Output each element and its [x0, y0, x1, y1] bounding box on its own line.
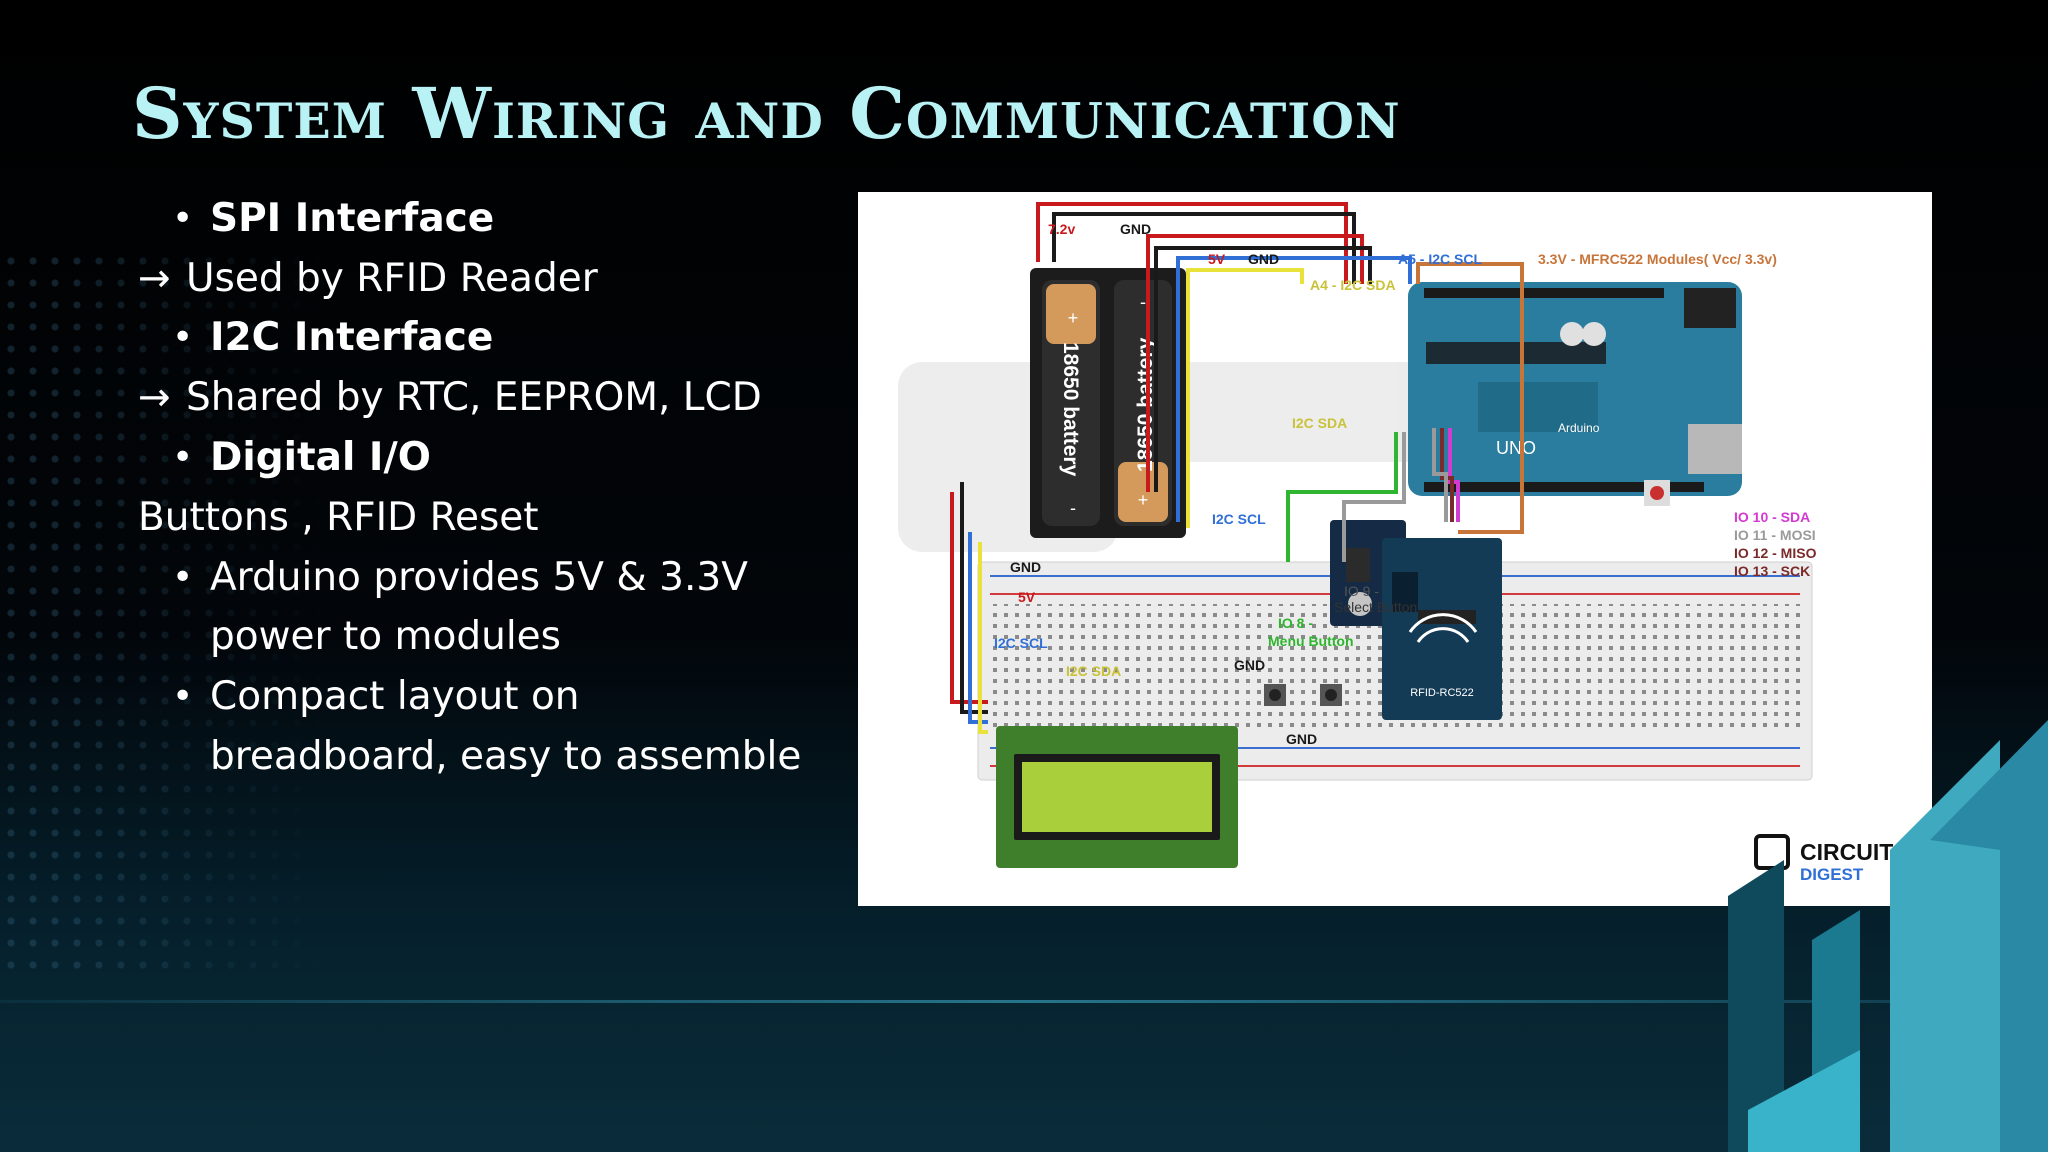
decorative-cubes	[1728, 720, 2048, 1152]
bullet-item-text: Arduino provides 5V & 3.3V	[210, 555, 748, 600]
label-i2c-scl-bb: I2C SCL	[1212, 511, 1266, 527]
wire-a5-scl	[1176, 256, 1412, 522]
label-select-button: Select Button	[1334, 599, 1417, 615]
label-a4-sda: A4 - I2C SDA	[1310, 277, 1396, 293]
list-item-text: breadboard, easy to assemble	[210, 734, 802, 779]
bullet-dot: •	[172, 198, 194, 239]
background-glow-line	[0, 1000, 2048, 1003]
bullet-dot: •	[172, 437, 194, 478]
label-7v2: 7.2v	[1048, 221, 1075, 237]
label-io9: IO 9 -	[1344, 583, 1379, 599]
background-dot-pattern	[0, 250, 330, 970]
bullet-dot: •	[172, 676, 194, 717]
label-io8: IO 8 -	[1278, 615, 1313, 631]
label-a5-scl: A5 - I2C SCL	[1398, 251, 1482, 267]
wiring-diagram: + + - - 18650 battery 18650 battery	[898, 202, 1893, 884]
rfid-label: RFID-RC522	[1410, 687, 1474, 699]
battery2-label: 18650 battery	[1134, 337, 1157, 472]
label-gnd-left: GND	[1010, 559, 1041, 575]
list-item-text: power to modules	[210, 614, 561, 659]
brand-digest: DIGEST	[1800, 865, 1864, 884]
label-io13: IO 13 - SCK	[1734, 563, 1810, 579]
arduino-label: Arduino	[1558, 421, 1600, 435]
bullet-item-text: Compact layout on	[210, 674, 580, 719]
arduino-uno-board: UNO Arduino	[1408, 282, 1742, 506]
wire-7v2	[1036, 202, 1348, 284]
deco-block-5	[1748, 1050, 1860, 1152]
wire-io9	[1342, 432, 1406, 562]
brand-circuit: CIRCUIT	[1800, 839, 1893, 865]
rfid-reader-module: RFID-RC522	[1382, 538, 1502, 720]
label-io11: IO 11 - MOSI	[1734, 527, 1816, 543]
arrow-icon: →	[138, 256, 171, 301]
bullet-item-text: I2C Interface	[210, 315, 494, 360]
deco-block-1	[1728, 860, 1784, 1152]
label-i2c-sda-mid: I2C SDA	[1292, 415, 1347, 431]
label-i2c-sda-left: I2C SDA	[1066, 663, 1121, 679]
list-item-text: Used by RFID Reader	[186, 256, 598, 301]
wire-a4-sda	[1186, 268, 1304, 528]
wire-3v3	[1416, 262, 1524, 534]
slide-title: System Wiring and Communication	[132, 72, 1401, 155]
battery1-minus: -	[1070, 498, 1076, 518]
wire-gnd	[1154, 246, 1372, 492]
label-io12: IO 12 - MISO	[1734, 545, 1817, 561]
list-item-text: Buttons , RFID Reset	[138, 495, 539, 540]
wiring-diagram-panel: + + - - 18650 battery 18650 battery	[858, 192, 1932, 906]
uno-label: UNO	[1496, 438, 1536, 458]
label-gnd-top: GND	[1120, 221, 1151, 237]
label-io10: IO 10 - SDA	[1734, 509, 1810, 525]
label-5v-left: 5V	[1018, 589, 1036, 605]
wire-lcd-sda	[978, 542, 988, 734]
diagram-labels: 7.2v GND 5V GND A5 - I2C SCL A4 - I2C SD…	[994, 221, 1817, 747]
lcd-display	[996, 726, 1238, 868]
wires	[950, 202, 1524, 734]
wire-lcd-5v	[950, 492, 988, 704]
deco-block-4	[1930, 720, 2048, 1152]
battery1-plus: +	[1068, 308, 1079, 328]
label-menu-button: Menu Button	[1268, 633, 1354, 649]
bullet-dot: •	[172, 317, 194, 358]
battery-holder: + + - - 18650 battery 18650 battery	[1030, 268, 1186, 538]
battery2-plus: +	[1138, 490, 1149, 510]
label-i2c-scl-left: I2C SCL	[994, 635, 1048, 651]
label-gnd-mid: GND	[1248, 251, 1279, 267]
arrow-icon: →	[138, 375, 171, 420]
bullet-item-text: Digital I/O	[210, 435, 431, 480]
wire-io8	[1286, 432, 1398, 562]
bullet-item-text: SPI Interface	[210, 196, 495, 241]
wire-io11	[1432, 428, 1448, 522]
push-buttons	[1264, 684, 1342, 706]
label-5v-top: 5V	[1208, 251, 1226, 267]
label-gnd-button: GND	[1234, 657, 1265, 673]
label-gnd-bottom: GND	[1286, 731, 1317, 747]
label-mfrc-power: 3.3V - MFRC522 Modules( Vcc/ 3.3v)	[1538, 251, 1777, 267]
list-item-text: Shared by RTC, EEPROM, LCD	[186, 375, 762, 420]
battery1-label: 18650 battery	[1059, 342, 1082, 477]
battery2-minus: -	[1140, 292, 1146, 312]
bullet-dot: •	[172, 557, 194, 598]
